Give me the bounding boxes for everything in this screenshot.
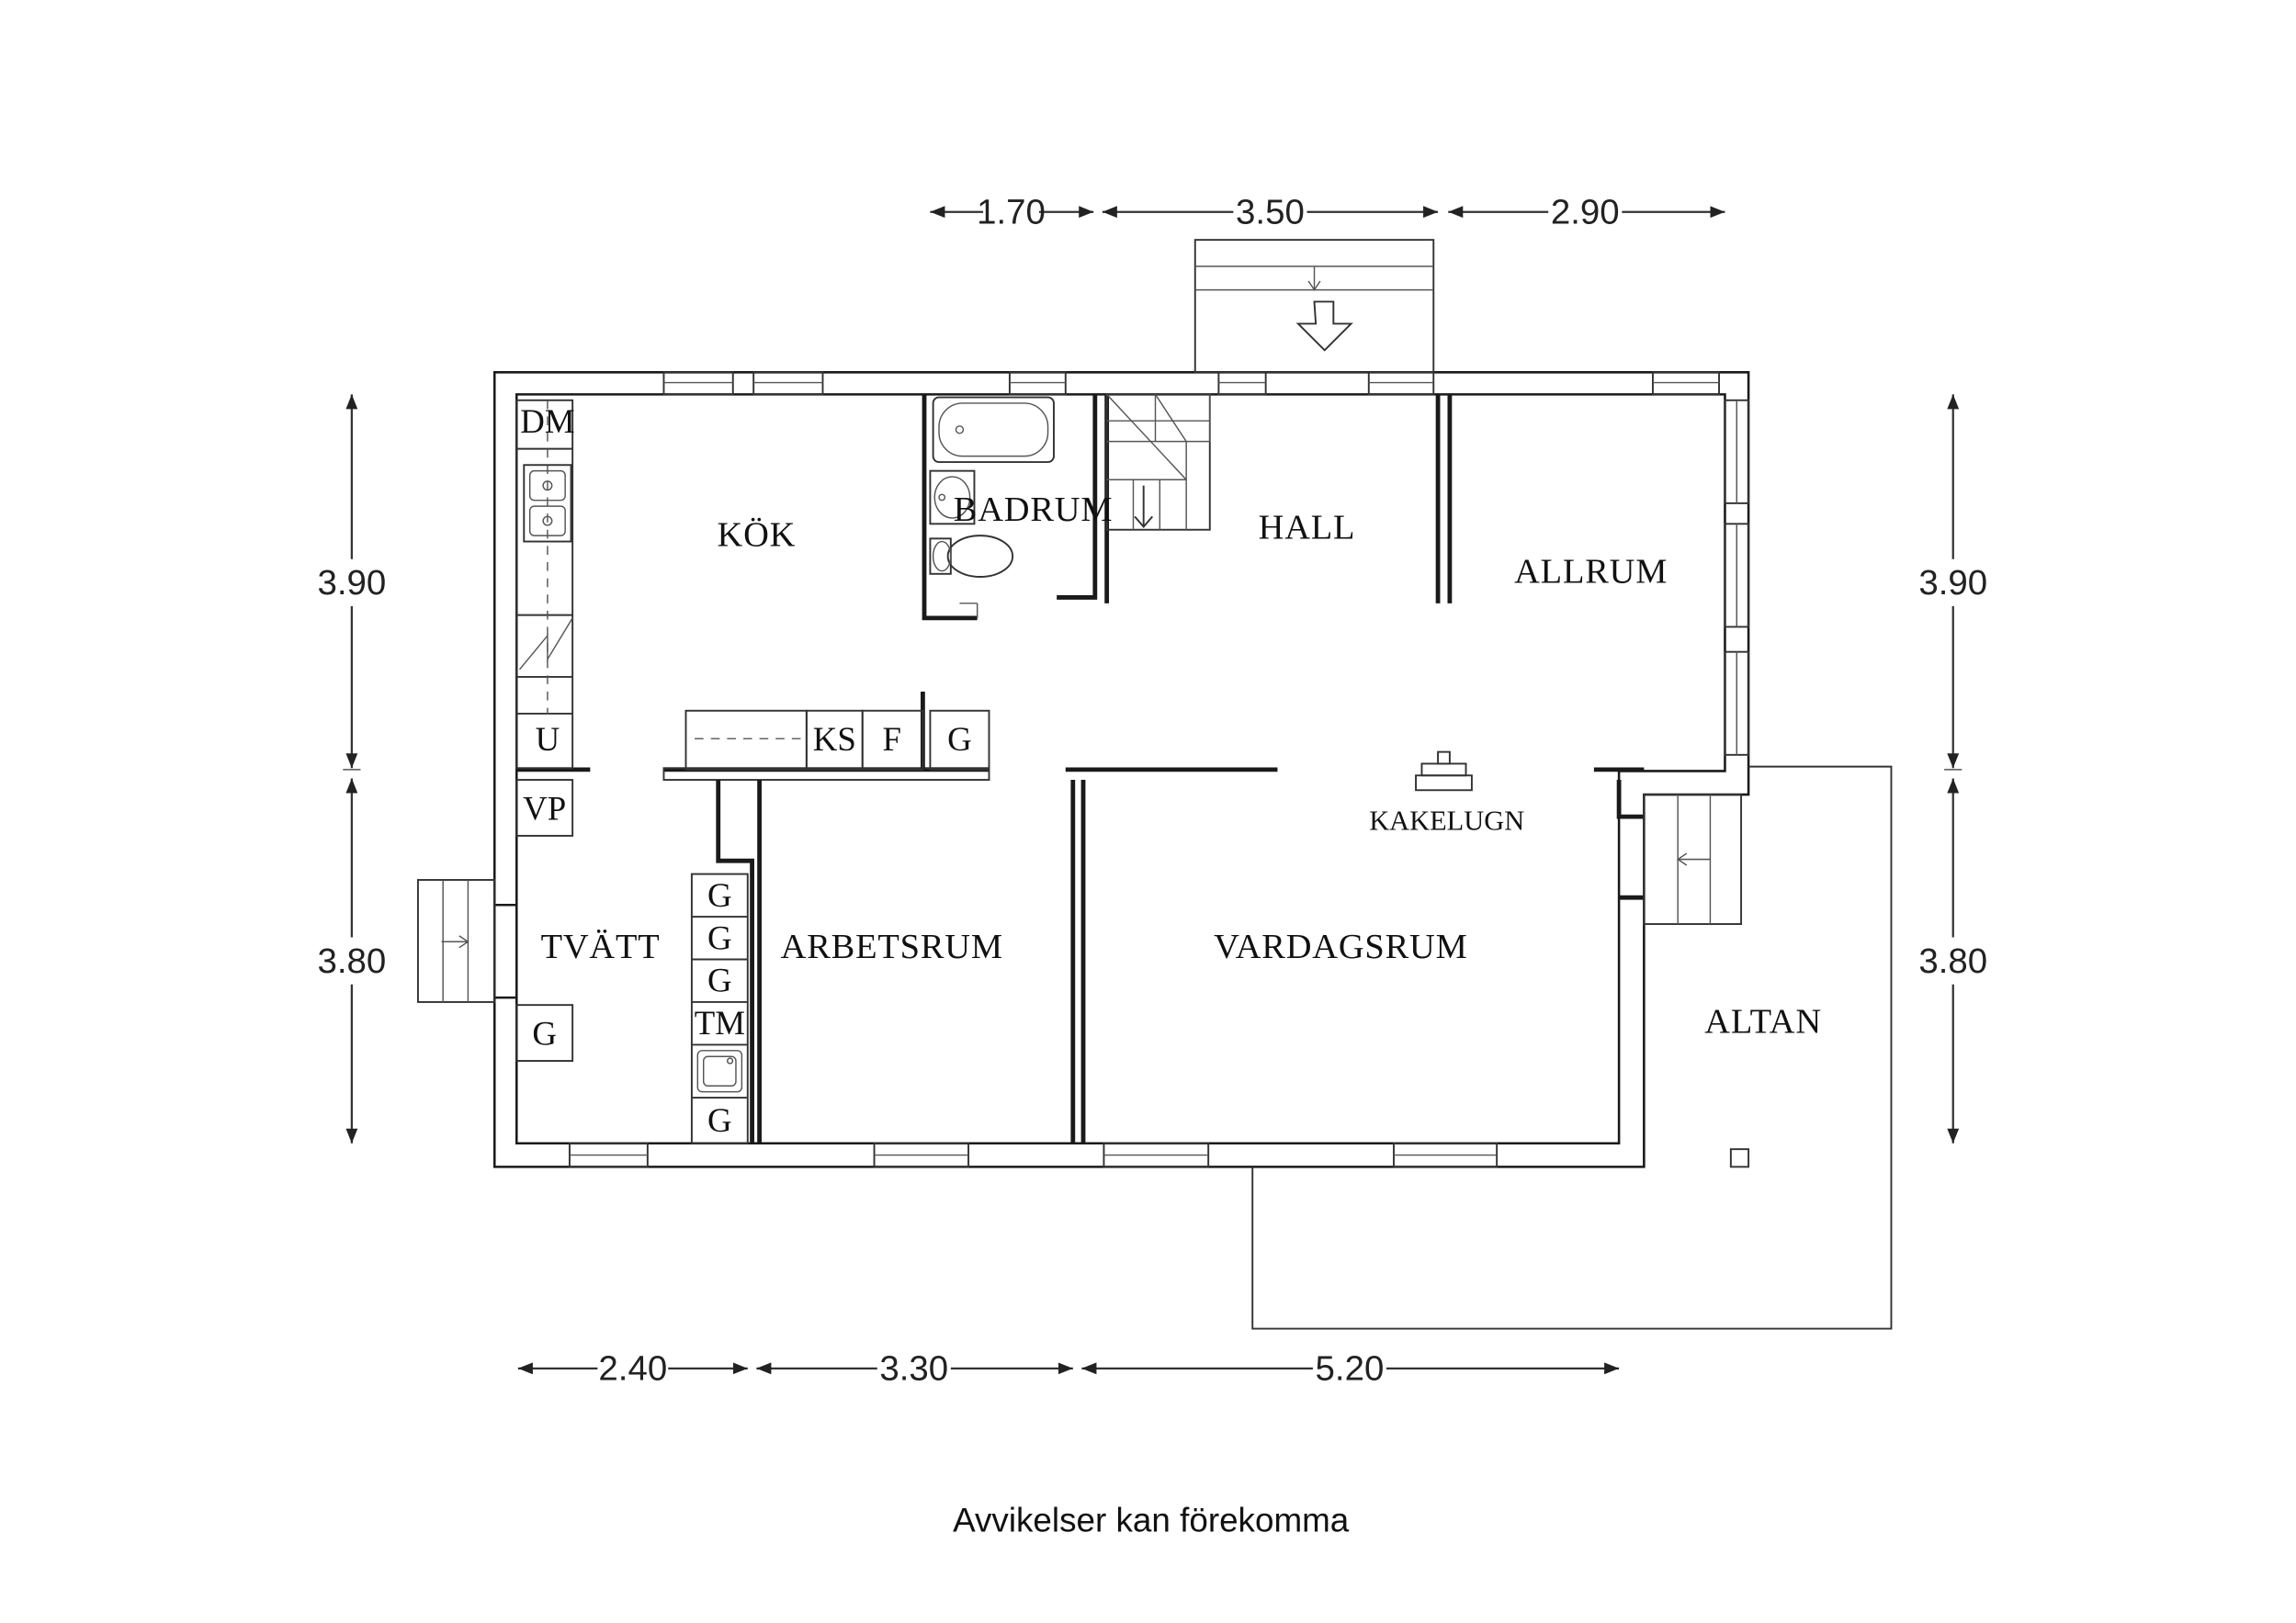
top-dimensions: 1.70 3.50 2.90 [930, 193, 1725, 232]
laundry-fixtures: VP G G G G TM G [515, 779, 749, 1144]
laundry-entrance-steps [416, 879, 496, 1003]
disclaimer-text: Avvikelser kan förekomma [953, 1502, 1350, 1539]
dishwasher-label: DM [520, 402, 574, 440]
altan-deck [1251, 765, 1893, 1330]
laundry-sink-icon [696, 1050, 743, 1093]
heat-pump-label: VP [523, 789, 566, 827]
room-labels: KÖK BADRUM HALL ALLRUM TVÄTT ARBETSRUM V… [541, 490, 1822, 1041]
dm-cell: DM [520, 402, 574, 440]
right-windows [1724, 399, 1750, 756]
staircase [1105, 393, 1211, 531]
u-cell: U [536, 720, 560, 758]
entrance-arrow-icon [1295, 300, 1353, 352]
dimension-top-2: 3.50 [1236, 193, 1305, 232]
bottom-dimensions: 2.40 3.30 5.20 [517, 1349, 1620, 1389]
washing-machine-label: TM [695, 1004, 745, 1042]
bathtub-icon [932, 396, 1055, 464]
fridge-freezer-label: KS [813, 720, 856, 758]
oven-label: U [536, 720, 560, 758]
dimension-top-1: 1.70 [977, 193, 1046, 232]
tiled-stove: KAKELUGN [1369, 750, 1524, 837]
cabinet-label: G [947, 720, 972, 758]
front-entrance-steps [1193, 239, 1435, 374]
dimension-right-2: 3.80 [1918, 941, 1987, 981]
dimension-left-2: 3.80 [317, 941, 386, 981]
stove-icon [518, 617, 573, 671]
room-label-allrum: ALLRUM [1514, 552, 1668, 591]
bathroom-fixtures [929, 396, 1055, 618]
dimension-bottom-3: 5.20 [1316, 1349, 1385, 1389]
laundry-cabinet-4-label: G [707, 1101, 732, 1139]
kitchen-cabinets: KS F G [684, 709, 990, 771]
dimension-top-3: 2.90 [1551, 193, 1620, 232]
laundry-cabinet-3-label: G [707, 962, 732, 999]
left-dimensions: 3.90 3.80 [317, 394, 386, 1144]
room-label-vardagsrum: VARDAGSRUM [1214, 928, 1467, 966]
laundry-cabinet-1-label: G [707, 876, 732, 914]
toilet-icon [929, 535, 1014, 578]
washbasin-icon [929, 469, 976, 525]
dimension-bottom-1: 2.40 [598, 1349, 667, 1389]
bottom-windows [568, 1142, 1499, 1168]
altan-steps [1643, 794, 1743, 926]
room-label-badrum: BADRUM [954, 490, 1114, 529]
dimension-right-1: 3.90 [1918, 563, 1987, 603]
kitchen-sink-icon [523, 464, 572, 543]
right-dimensions: 3.90 3.80 [1918, 394, 1987, 1144]
room-label-tvatt: TVÄTT [541, 928, 661, 966]
freezer-label: F [883, 720, 901, 758]
tiled-stove-label: KAKELUGN [1369, 806, 1524, 837]
dimension-left-1: 3.90 [317, 563, 386, 603]
dimension-bottom-2: 3.30 [879, 1349, 948, 1389]
top-windows [662, 371, 1721, 396]
room-label-kok: KÖK [718, 515, 797, 554]
laundry-cabinet-2-label: G [707, 919, 732, 956]
laundry-cabinet-label: G [532, 1014, 557, 1052]
kitchen-counter [515, 399, 574, 770]
room-label-hall: HALL [1259, 508, 1356, 547]
room-label-arbetsrum: ARBETSRUM [781, 928, 1003, 966]
room-label-altan: ALTAN [1704, 1003, 1822, 1042]
